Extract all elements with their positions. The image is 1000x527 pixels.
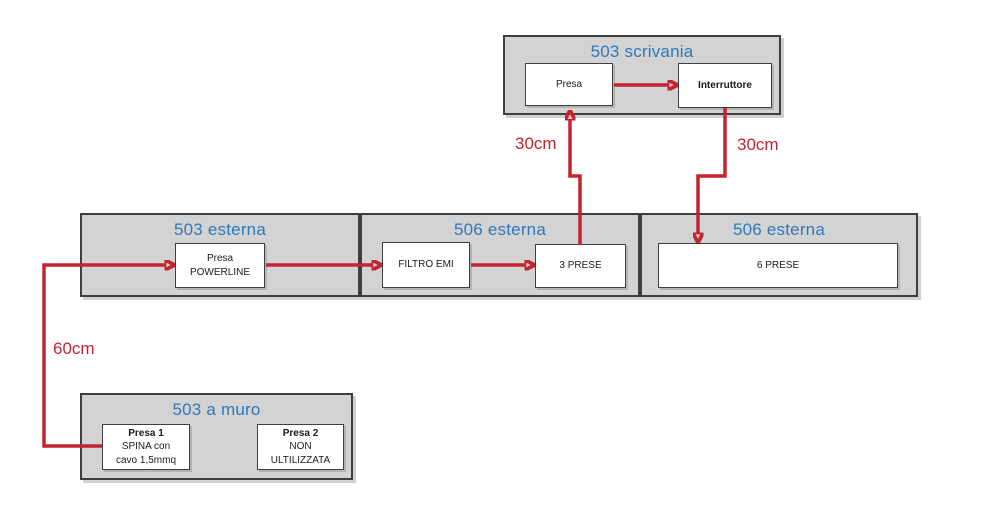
panel-503-scrivania: 503 scrivania Presa Interruttore [503, 35, 781, 115]
node-presa-1-line3: cavo 1,5mmq [115, 454, 177, 466]
cable-label-30cm-right: 30cm [737, 135, 779, 154]
node-filtro-emi-label: FILTRO EMI [398, 259, 454, 271]
node-interruttore: Interruttore [678, 63, 772, 108]
node-3-prese: 3 PRESE [535, 244, 626, 288]
node-presa-powerline-line1: Presa [206, 253, 234, 265]
node-presa-scrivania: Presa [525, 63, 613, 106]
node-presa-1: Presa 1 SPINA con cavo 1,5mmq [102, 424, 190, 470]
panel-503-scrivania-title: 503 scrivania [590, 42, 694, 61]
node-3-prese-label: 3 PRESE [559, 260, 602, 272]
node-presa-powerline-line2: POWERLINE [189, 266, 250, 278]
panel-506-esterna-destra: 506 esterna 6 PRESE [640, 213, 918, 297]
cable-label-30cm-left: 30cm [515, 134, 557, 153]
cable-label-60cm: 60cm [53, 339, 95, 358]
node-presa-2: Presa 2 NON ULTILIZZATA [257, 424, 344, 470]
node-filtro-emi: FILTRO EMI [382, 242, 470, 288]
panel-503-esterna-title: 503 esterna [174, 220, 266, 239]
node-presa-2-line2: NON [289, 441, 312, 453]
node-presa-2-line3: ULTILIZZATA [270, 454, 331, 466]
node-presa-powerline: Presa POWERLINE [175, 243, 265, 288]
node-6-prese-label: 6 PRESE [756, 259, 800, 271]
panel-506-esterna-centro-title: 506 esterna [454, 220, 546, 239]
node-presa-1-line2: SPINA con [121, 441, 171, 453]
node-interruttore-label: Interruttore [698, 79, 752, 91]
panel-503-esterna: 503 esterna Presa POWERLINE [80, 213, 360, 297]
node-presa-scrivania-label: Presa [555, 78, 583, 90]
node-6-prese: 6 PRESE [658, 243, 898, 288]
panel-503-a-muro-title: 503 a muro [172, 400, 261, 419]
node-presa-2-name: Presa 2 [282, 428, 319, 440]
panel-506-esterna-destra-title: 506 esterna [733, 220, 825, 239]
panel-506-esterna-centro: 506 esterna FILTRO EMI 3 PRESE [360, 213, 640, 297]
node-presa-1-name: Presa 1 [128, 428, 164, 440]
panel-503-a-muro: 503 a muro Presa 1 SPINA con cavo 1,5mmq… [80, 393, 353, 480]
